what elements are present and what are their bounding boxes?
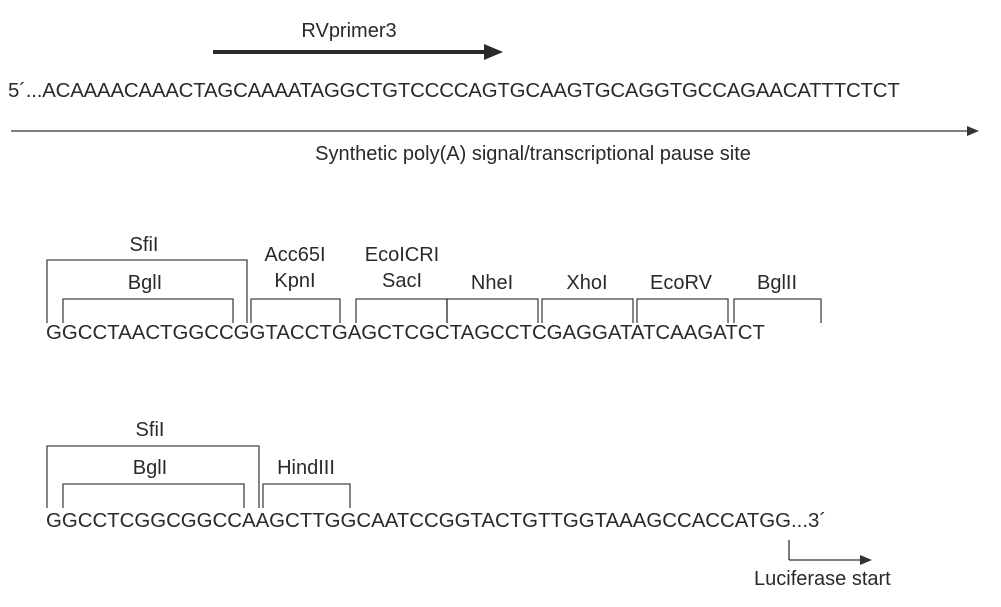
bgl-label-2: BglI — [132, 457, 168, 479]
xho-bracket — [541, 298, 634, 323]
polya-arrow — [11, 126, 979, 136]
primer-arrow — [213, 44, 503, 60]
bglii-bracket — [733, 298, 822, 323]
hindiii-bracket — [262, 483, 351, 508]
saci-label: SacI — [381, 270, 423, 292]
kpni-label: KpnI — [274, 270, 316, 292]
nhe-bracket — [446, 298, 539, 323]
xhoi-label: XhoI — [566, 272, 608, 294]
bgl-label-1: BglI — [127, 272, 163, 294]
sac-bracket — [355, 298, 448, 323]
ecorv-bracket — [636, 298, 729, 323]
sfi-bracket-1 — [46, 259, 248, 323]
luciferase-start-label: Luciferase start — [754, 568, 891, 590]
kpn-bracket — [250, 298, 341, 323]
mcs2-sequence: GGCCTCGGCGGCCAAGCTTGGCAATCCGGTACTGTTGGTA… — [46, 510, 827, 532]
bglii-label: BglII — [756, 272, 798, 294]
hindiii-label: HindIII — [277, 457, 335, 479]
mcs2-brackets — [46, 445, 351, 508]
top-sequence: 5´...ACAAAACAAACTAGCAAAATAGGCTGTCCCCAGTG… — [8, 80, 900, 102]
luciferase-start-arrow — [788, 540, 872, 565]
sfi-bracket-2 — [46, 445, 260, 508]
sfi-label-1: SfiI — [129, 234, 159, 256]
mcs1-brackets — [46, 259, 822, 323]
nhei-label: NheI — [470, 272, 514, 294]
primer-label: RVprimer3 — [301, 20, 397, 42]
ecorv-label: EcoRV — [650, 272, 712, 294]
bgl-bracket-2 — [62, 483, 245, 508]
acc65i-label: Acc65I — [264, 244, 326, 266]
bgl-bracket-1 — [62, 298, 234, 323]
sfi-label-2: SfiI — [135, 419, 165, 441]
mcs1-sequence: GGCCTAACTGGCCGGTACCTGAGCTCGCTAGCCTCGAGGA… — [46, 322, 765, 344]
ecoicri-label: EcoICRI — [364, 244, 440, 266]
polya-feature-label: Synthetic poly(A) signal/transcriptional… — [315, 143, 751, 165]
